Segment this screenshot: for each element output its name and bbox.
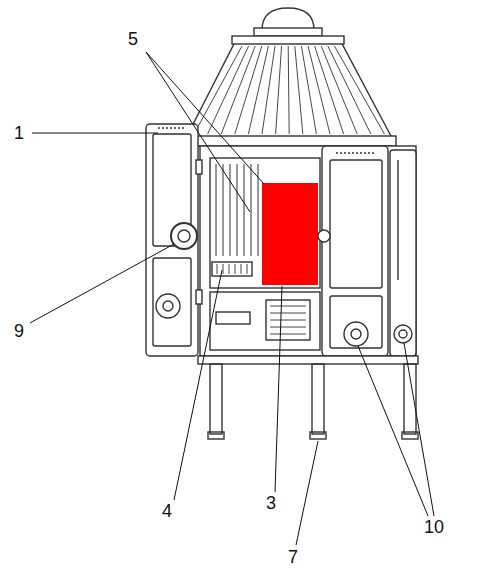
- right-door-lower: [330, 296, 382, 348]
- air-control-inner: [399, 330, 407, 338]
- ash-pan-lines: [270, 306, 306, 334]
- ash-pan-line: [270, 334, 306, 335]
- side-panel-line: [397, 160, 398, 280]
- grate: [212, 262, 252, 276]
- callout-number: 7: [288, 548, 298, 566]
- firebox-bars: [216, 164, 258, 256]
- callout-number: 10: [424, 518, 444, 536]
- grate-bar: [223, 264, 224, 274]
- foot: [208, 432, 224, 439]
- leader-line: [404, 343, 434, 516]
- foot: [402, 432, 418, 439]
- leader-line: [358, 346, 428, 516]
- leader-line: [296, 441, 318, 545]
- leader-line: [146, 52, 250, 212]
- hood-rib: [248, 46, 268, 134]
- grate-bar: [247, 264, 248, 274]
- door-knob-inner: [178, 230, 190, 242]
- hood-rib: [276, 46, 282, 134]
- ash-pan: [266, 300, 310, 340]
- hood-rib: [328, 46, 371, 134]
- side-panel: [390, 150, 416, 356]
- firebox-bar: [223, 164, 224, 256]
- right-door-trim: [336, 152, 376, 153]
- hood-top: [232, 36, 344, 44]
- grate-bar: [241, 264, 242, 274]
- callout-number: 3: [266, 494, 276, 512]
- leader-lines: [30, 52, 434, 545]
- grate-bar: [229, 264, 230, 274]
- air-control: [344, 322, 368, 346]
- left-door-lower: [153, 258, 191, 346]
- glass-panel: [262, 183, 318, 285]
- ash-pan-line: [270, 313, 306, 314]
- leader-line: [30, 244, 174, 323]
- air-control-inner: [163, 301, 173, 311]
- ash-compartment: [210, 292, 320, 350]
- air-control-inner: [351, 329, 361, 339]
- dome-rim: [254, 28, 322, 36]
- right-door: [322, 146, 388, 356]
- dome-cap: [262, 8, 314, 30]
- hood-ribs: [194, 46, 384, 134]
- firebox-bar: [244, 164, 245, 256]
- callout-number: 5: [128, 30, 138, 48]
- base-plate: [198, 356, 418, 364]
- hood-rib: [262, 46, 275, 134]
- hood-rim: [184, 136, 396, 146]
- foot: [310, 432, 326, 439]
- firebox-bar: [251, 164, 252, 256]
- firebox: [210, 158, 320, 288]
- leg: [312, 364, 324, 434]
- hood: [186, 40, 392, 138]
- door-knob: [318, 230, 330, 242]
- ash-pan-line: [270, 306, 306, 307]
- hinge: [196, 160, 202, 174]
- air-control: [394, 325, 412, 343]
- firebox-bar: [216, 164, 217, 256]
- firebox-bar: [230, 164, 231, 256]
- left-door: [146, 124, 198, 356]
- hood-rib: [194, 46, 242, 134]
- firebox-bar: [237, 164, 238, 256]
- leg: [210, 364, 222, 434]
- ash-slot: [216, 312, 250, 324]
- callout-number: 4: [162, 502, 172, 520]
- leader-line: [275, 286, 282, 492]
- air-control: [156, 294, 180, 318]
- grate-bar: [217, 264, 218, 274]
- body-frame: [200, 146, 416, 356]
- right-door-panel: [330, 160, 382, 288]
- hood-rib: [288, 46, 289, 134]
- hood-rib: [235, 46, 262, 134]
- hood-rib: [321, 46, 357, 134]
- left-door-trim: [158, 127, 186, 128]
- hinge: [196, 290, 202, 304]
- callout-number: 1: [14, 124, 24, 142]
- door-knob: [171, 223, 197, 249]
- callout-number: 9: [14, 322, 24, 340]
- hood-rib: [334, 46, 384, 134]
- hood-rib: [301, 46, 316, 134]
- hood-rib: [208, 46, 249, 134]
- leader-line: [32, 133, 158, 134]
- hood-rib: [295, 46, 303, 134]
- hood-rib: [221, 46, 255, 134]
- ash-pan-line: [270, 327, 306, 328]
- leader-line: [146, 52, 264, 184]
- ash-pan-line: [270, 320, 306, 321]
- leader-line: [174, 270, 222, 500]
- grate-bar: [235, 264, 236, 274]
